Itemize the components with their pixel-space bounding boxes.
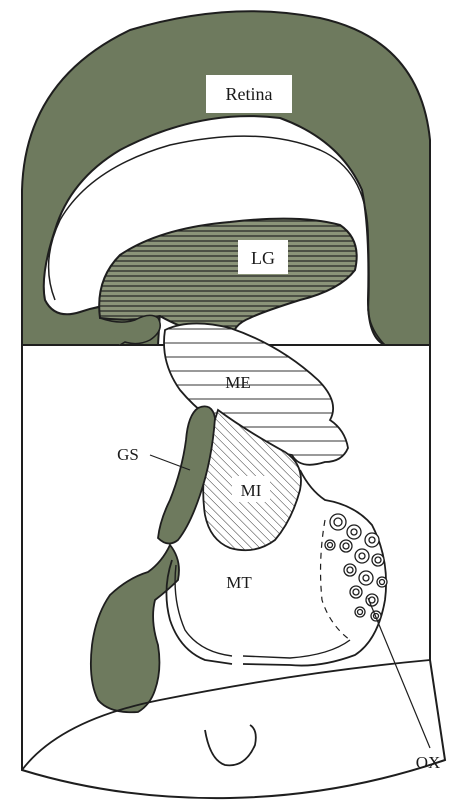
- ox-label: OX: [416, 753, 441, 772]
- mi-label: MI: [241, 481, 262, 500]
- me-label: ME: [225, 373, 251, 392]
- lg-label: LG: [251, 248, 275, 268]
- mt-label: MT: [226, 573, 252, 592]
- gs-label: GS: [117, 445, 139, 464]
- retina-label: Retina: [226, 84, 273, 104]
